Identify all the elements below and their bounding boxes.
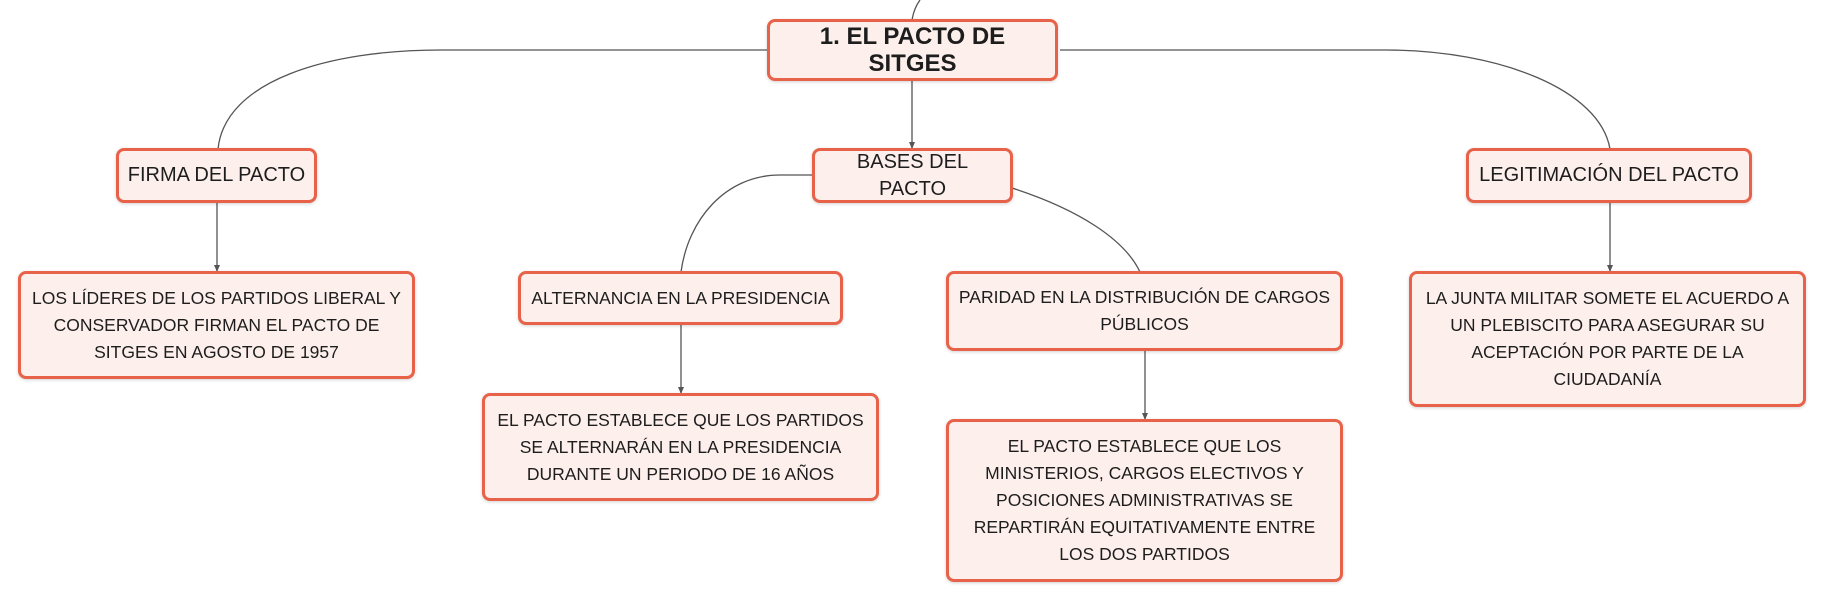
node-alternancia-detail[interactable]: EL PACTO ESTABLECE QUE LOS PARTIDOS SE A… [482,393,879,501]
node-alternancia[interactable]: ALTERNANCIA EN LA PRESIDENCIA [518,271,843,325]
node-firma-detail[interactable]: LOS LÍDERES DE LOS PARTIDOS LIBERAL Y CO… [18,271,415,379]
arrowhead [909,142,915,149]
node-paridad[interactable]: PARIDAD EN LA DISTRIBUCIÓN DE CARGOS PÚB… [946,271,1343,351]
connector-bases-to-alternancia [680,174,814,273]
node-paridad-detail[interactable]: EL PACTO ESTABLECE QUE LOS MINISTERIOS, … [946,419,1343,582]
arrowhead [1142,413,1148,420]
connector-parent-to-root [911,0,921,21]
arrowhead [1607,265,1613,272]
root-node[interactable]: 1. EL PACTO DE SITGES [767,19,1058,81]
node-legitimacion-del-pacto[interactable]: LEGITIMACIÓN DEL PACTO [1466,148,1752,203]
node-bases-del-pacto[interactable]: BASES DEL PACTO [812,148,1013,203]
node-legitimacion-detail[interactable]: LA JUNTA MILITAR SOMETE EL ACUERDO A UN … [1409,271,1806,407]
connector-bases-to-paridad [1011,187,1141,273]
arrowhead [678,387,684,394]
arrowhead [214,265,220,272]
connector-root-to-legitimacion [1060,49,1611,150]
node-firma-del-pacto[interactable]: FIRMA DEL PACTO [116,148,317,203]
connector-root-to-firma [217,49,769,150]
